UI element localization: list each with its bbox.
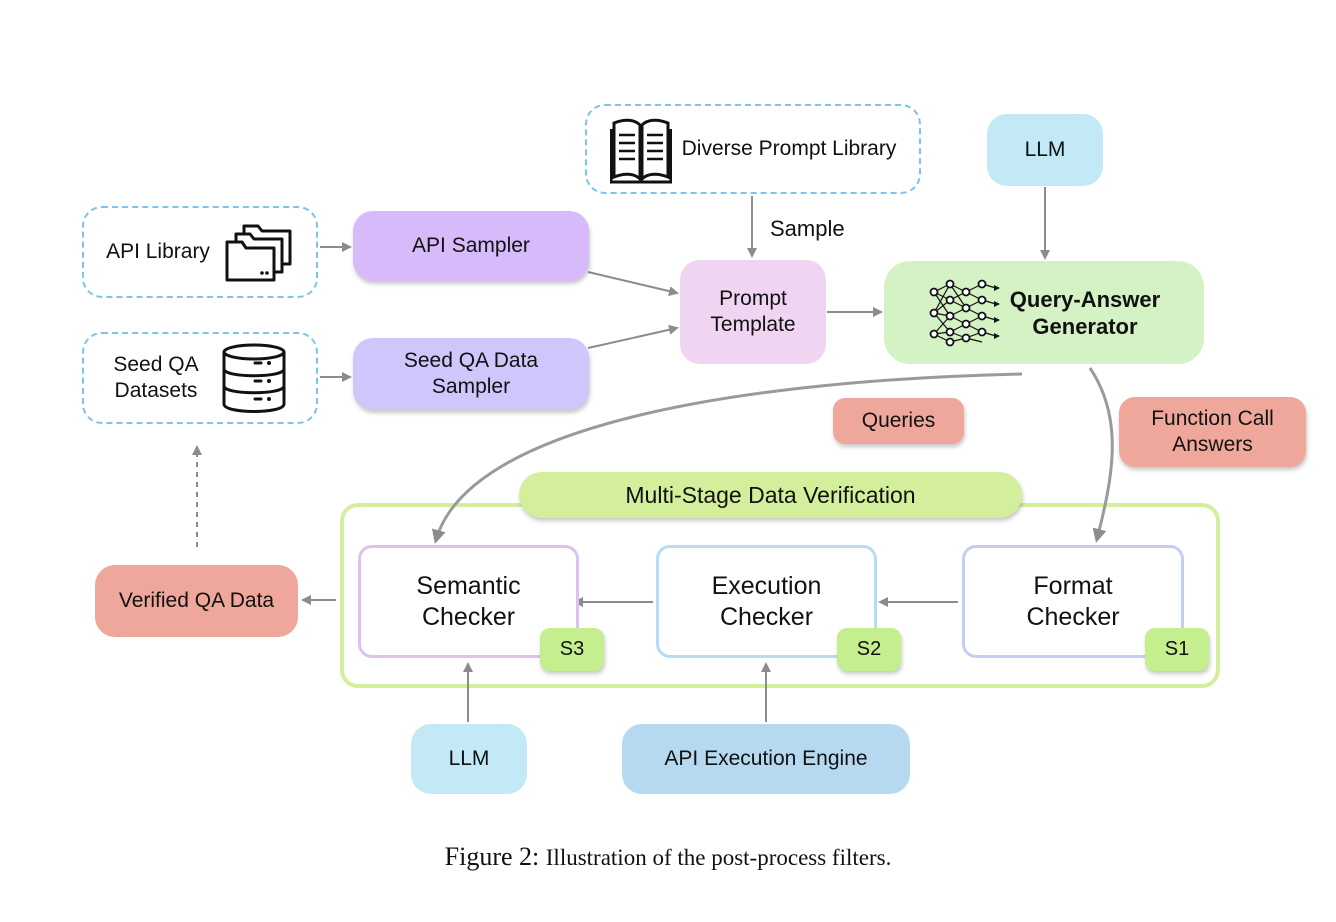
- sample-label: Sample: [770, 216, 845, 241]
- arrow-generator-format: [1088, 367, 1114, 543]
- arrow-apisampler-prompt: [587, 271, 679, 297]
- figure-caption: Figure 2: Illustration of the post-proce…: [0, 842, 1336, 872]
- generator-box: Query-Answer Generator: [884, 261, 1204, 364]
- execution-checker-label: Execution Checker: [711, 571, 822, 631]
- open-book-icon: [609, 118, 672, 184]
- api-sampler-box: API Sampler: [353, 211, 589, 281]
- badge-s3: S3: [540, 628, 604, 671]
- verification-title: Multi-Stage Data Verification: [519, 472, 1022, 518]
- llm-top-box: LLM: [987, 114, 1103, 186]
- api-engine-box: API Execution Engine: [622, 724, 910, 794]
- seed-qa-datasets-label: Seed QA Datasets: [113, 353, 199, 402]
- semantic-checker-box: Semantic Checker: [358, 545, 579, 658]
- verified-qa-box: Verified QA Data: [95, 565, 298, 637]
- api-library-box: API Library: [82, 206, 318, 298]
- generator-label: Query-Answer Generator: [1009, 286, 1161, 339]
- semantic-checker-label: Semantic Checker: [416, 571, 521, 631]
- format-checker-label: Format Checker: [1026, 571, 1120, 631]
- caption-prefix: Figure 2:: [444, 842, 540, 871]
- badge-s2: S2: [837, 628, 901, 671]
- arrow-generator-semantic: [432, 372, 1023, 544]
- function-call-answers-box: Function Call Answers: [1119, 397, 1306, 467]
- prompt-template-box: Prompt Template: [680, 260, 826, 364]
- llm-bottom-box: LLM: [411, 724, 527, 794]
- neural-network-icon: [929, 279, 1000, 346]
- prompt-library-box: Diverse Prompt Library: [585, 104, 921, 194]
- seed-qa-datasets-box: Seed QA Datasets: [82, 332, 318, 424]
- queries-box: Queries: [833, 398, 964, 444]
- caption-text: Illustration of the post-process filters…: [545, 845, 892, 870]
- arrow-seedsampler-prompt: [587, 324, 679, 349]
- seed-qa-sampler-box: Seed QA Data Sampler: [353, 338, 589, 410]
- api-library-label: API Library: [106, 240, 210, 263]
- folders-icon: [225, 224, 292, 282]
- prompt-library-label: Diverse Prompt Library: [681, 137, 897, 160]
- database-icon: [222, 343, 286, 413]
- badge-s1: S1: [1145, 628, 1209, 671]
